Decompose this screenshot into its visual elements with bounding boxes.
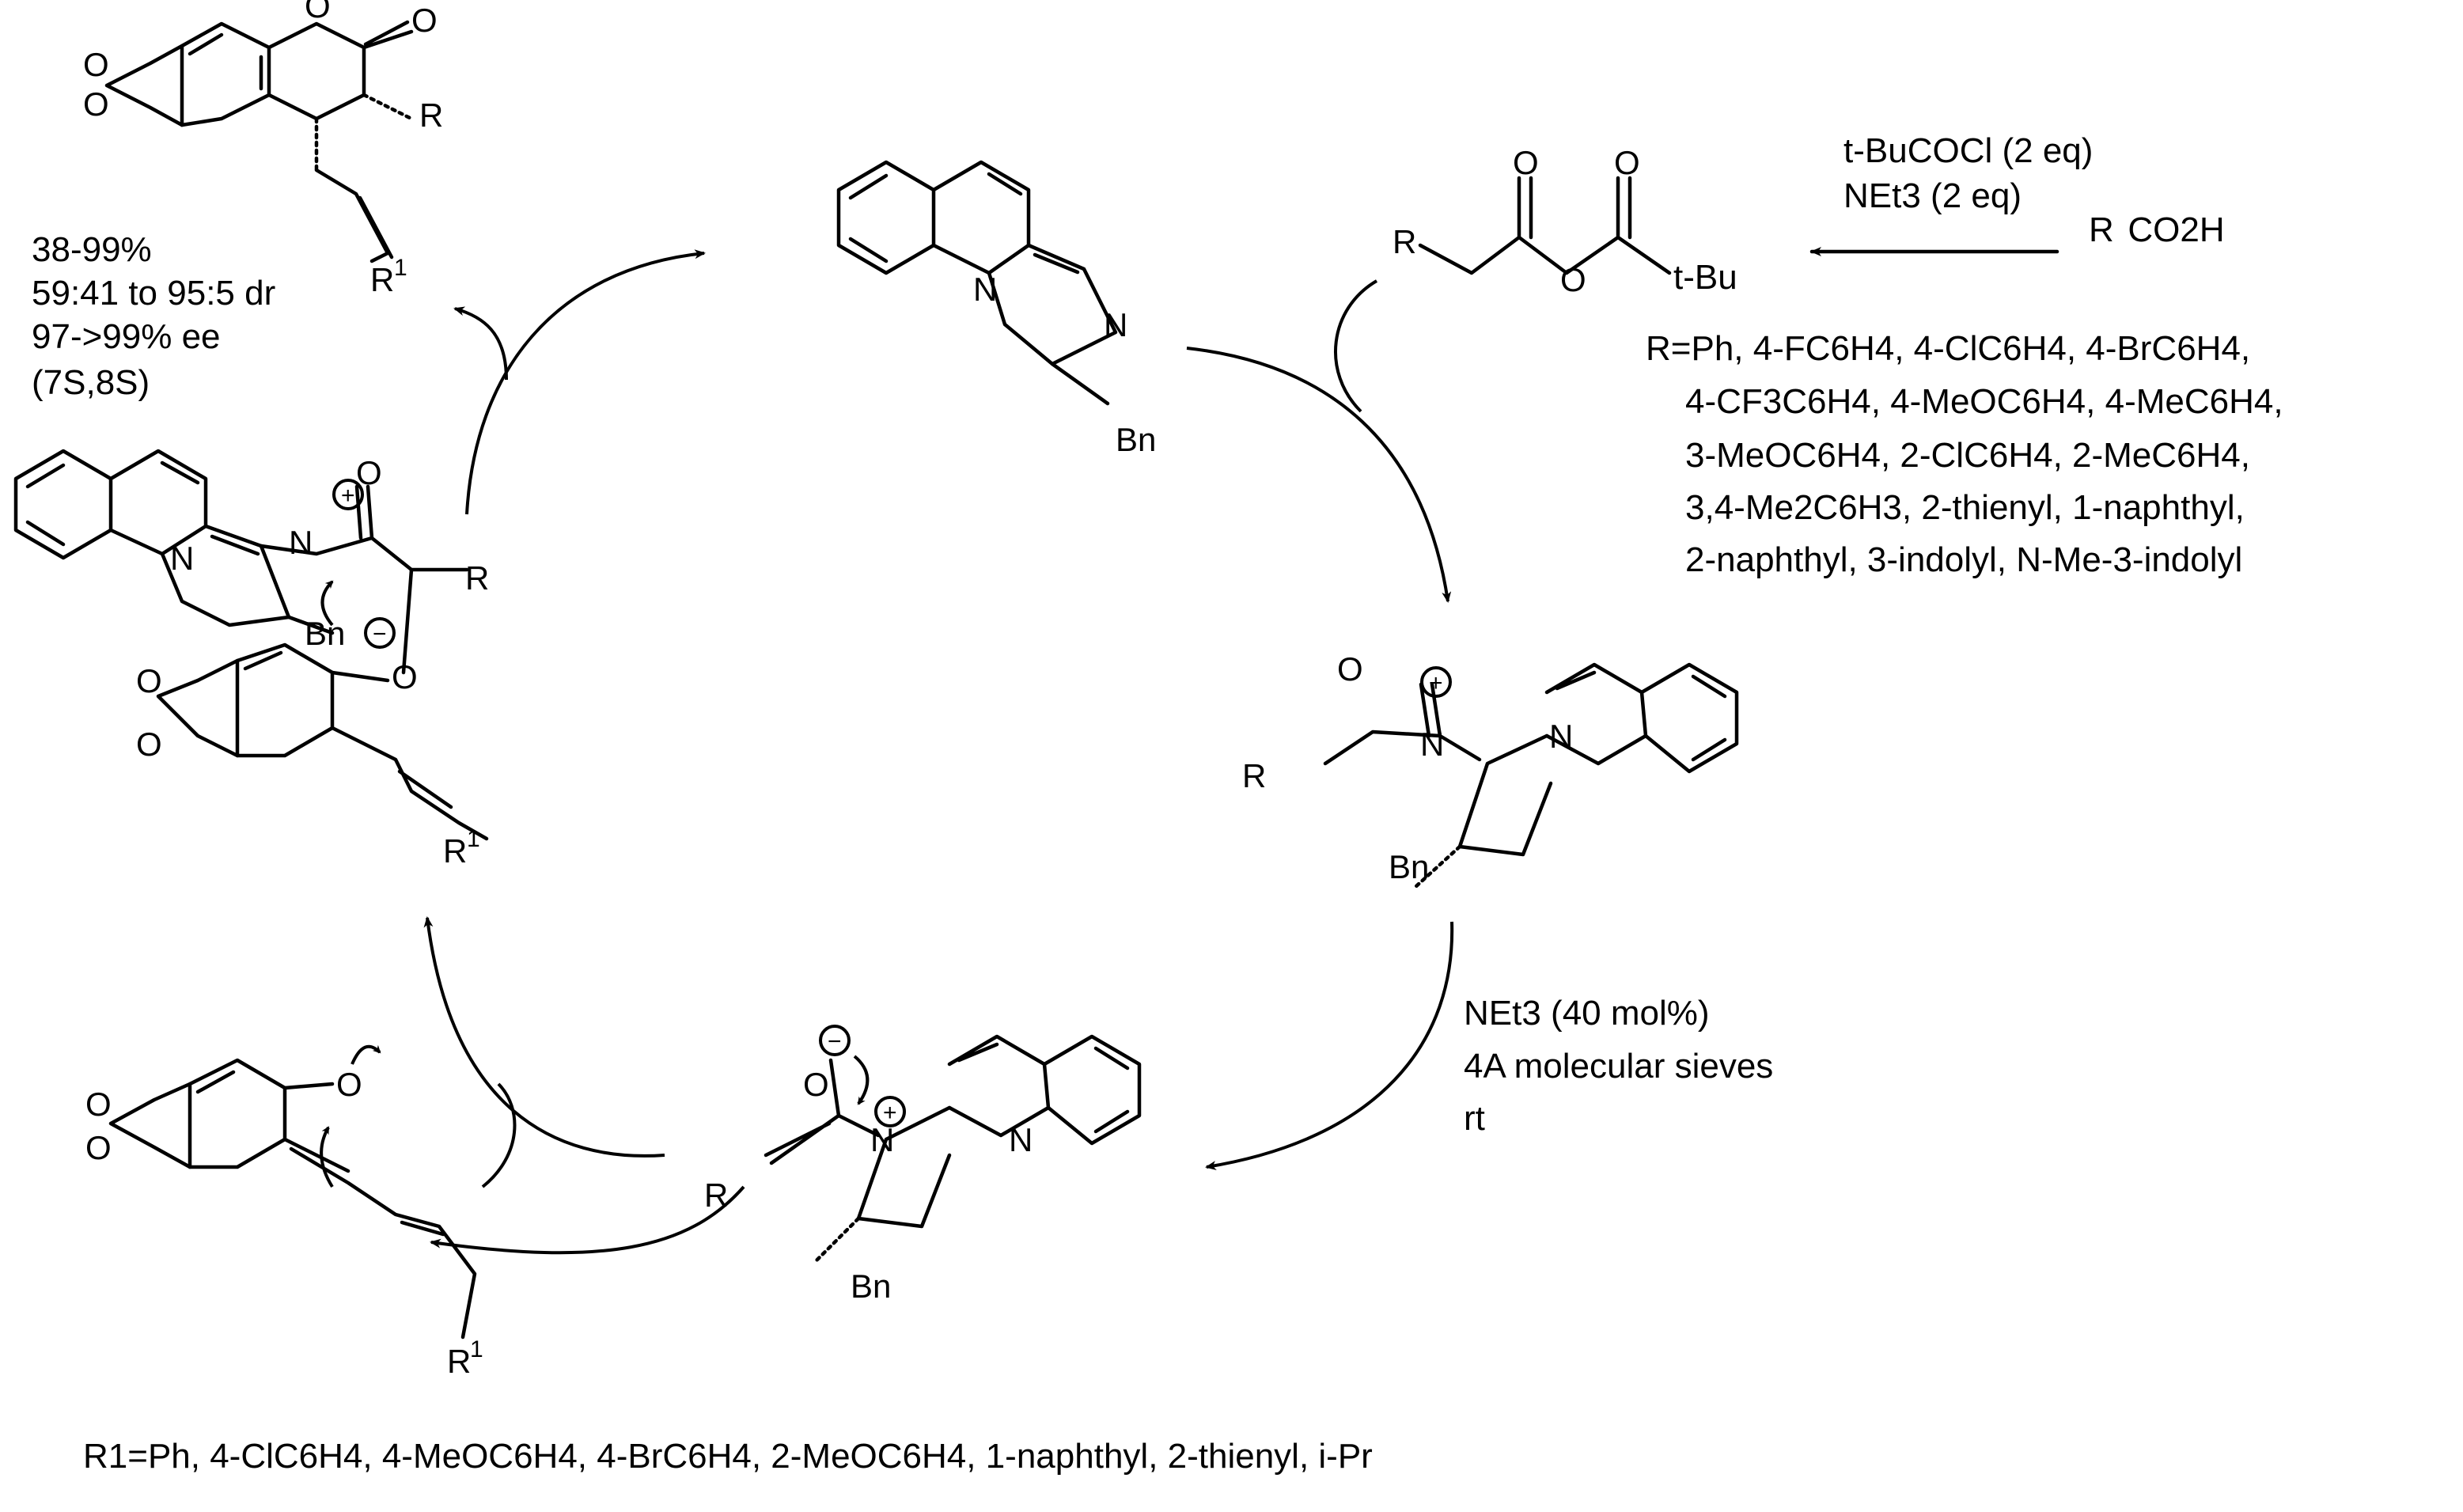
mixed-anhydride: R O O O t-Bu	[1393, 144, 1737, 298]
minus-sign: −	[373, 621, 387, 647]
electron-push-arrow	[320, 1126, 334, 1188]
ortho-quinone-methide-substrate: O O O R 1	[85, 1044, 483, 1380]
r-scope-line: R=Ph, 4-FC6H4, 4-ClC6H4, 4-BrC6H4,	[1646, 329, 2250, 368]
atom-n-plus: N	[1420, 726, 1444, 763]
acyl-azolium-intermediate: O N N R Bn +	[1242, 650, 1739, 889]
negative-charge-icon	[819, 1025, 851, 1056]
atom-o: O	[1614, 144, 1640, 181]
atom-o: O	[336, 1066, 362, 1103]
positive-charge-icon	[1420, 666, 1452, 698]
negative-charge-icon	[364, 617, 396, 649]
atom-n: N	[1549, 718, 1573, 755]
product-lactone: O O O O R R 1	[83, 0, 443, 298]
atom-n: N	[1104, 306, 1127, 343]
yield-text: 38-99%	[32, 230, 152, 269]
carboxylic-acid-text: R CO2H	[2089, 210, 2225, 249]
atom-n: N	[1009, 1121, 1033, 1158]
atom-o: O	[392, 658, 418, 695]
catalytic-cycle-arrows	[423, 249, 1454, 1255]
plus-sign: +	[883, 1100, 897, 1126]
dr-text: 59:41 to 95:5 dr	[32, 274, 275, 313]
anhydride-entry-arc	[1334, 279, 1378, 413]
plus-sign: +	[1429, 670, 1443, 696]
superscript-1: 1	[470, 1336, 483, 1362]
atom-o: O	[136, 726, 162, 763]
atom-o: O	[1560, 261, 1586, 298]
product-results: 38-99% 59:41 to 95:5 dr 97->99% ee (7S,8…	[32, 230, 275, 402]
atom-o-minus: O	[803, 1066, 829, 1103]
atom-n: N	[170, 540, 194, 577]
superscript-1: 1	[467, 826, 480, 852]
atom-o: O	[305, 0, 331, 25]
r-scope-line: 2-naphthyl, 3-indolyl, N-Me-3-indolyl	[1685, 540, 2242, 579]
r-scope-line: 4-CF3C6H4, 4-MeOC6H4, 4-MeC6H4,	[1685, 382, 2283, 421]
molecular-sieves-text: 4A molecular sieves	[1464, 1047, 1773, 1086]
minus-sign: −	[828, 1029, 842, 1055]
atom-o: O	[83, 46, 109, 83]
cycle-arrow-to-catalyst	[465, 249, 706, 515]
temperature-text: rt	[1464, 1099, 1485, 1138]
atom-o: O	[83, 85, 109, 123]
conditions-enolate-formation: NEt3 (40 mol%) 4A molecular sieves rt	[1464, 994, 1773, 1138]
atom-o: O	[85, 1086, 112, 1123]
base-loading-text: NEt3 (40 mol%)	[1464, 994, 1710, 1033]
atom-o: O	[85, 1129, 112, 1166]
release-arrow-to-product	[453, 306, 508, 381]
positive-charge-icon	[332, 479, 364, 510]
atom-o: O	[136, 662, 162, 699]
atom-o: O	[1337, 650, 1363, 688]
atom-r1: R	[443, 832, 467, 870]
azolium-enolate-intermediate: O N N R Bn − +	[704, 1025, 1142, 1305]
cycle-arrow-to-cycloaddition	[423, 916, 665, 1158]
tbu-label: t-Bu	[1673, 258, 1737, 297]
pivaloyl-chloride-text: t-BuCOCl (2 eq)	[1843, 131, 2093, 170]
r-substituent-scope: R=Ph, 4-FC6H4, 4-ClC6H4, 4-BrC6H4, 4-CF3…	[1646, 329, 2283, 579]
atom-r1: R	[447, 1343, 471, 1380]
r-scope-line: 3,4-Me2C6H3, 2-thienyl, 1-naphthyl,	[1685, 488, 2245, 527]
atom-r1: R	[370, 261, 394, 298]
substrate-entry-arc	[481, 1082, 517, 1188]
r1-scope-text: R1=Ph, 4-ClC6H4, 4-MeOC6H4, 4-BrC6H4, 2-…	[83, 1437, 1373, 1476]
atom-r: R	[1242, 757, 1266, 794]
atom-r: R	[465, 559, 489, 597]
config-text: (7S,8S)	[32, 363, 150, 402]
atom-bn: Bn	[1116, 421, 1156, 458]
superscript-1: 1	[394, 255, 407, 281]
r-scope-line: 3-MeOC6H4, 2-ClC6H4, 2-MeC6H4,	[1685, 436, 2250, 475]
atom-r: R	[1393, 223, 1416, 260]
atom-r: R	[704, 1177, 728, 1214]
positive-charge-icon	[874, 1096, 906, 1127]
atom-r: R	[419, 97, 443, 134]
atom-o: O	[1513, 144, 1539, 181]
triethylamine-text: NEt3 (2 eq)	[1843, 176, 2022, 215]
atom-bn: Bn	[851, 1268, 891, 1305]
cycloaddition-transition-state: N N O R Bn O O O R 1 + −	[13, 449, 489, 870]
atom-n-plus: N	[289, 524, 313, 561]
atom-n: N	[973, 271, 997, 308]
electron-push-arrow	[853, 1055, 870, 1105]
pivalate-release-arrow	[430, 1185, 745, 1255]
electron-push-arrow	[320, 580, 334, 627]
ee-text: 97->99% ee	[32, 317, 221, 356]
catalyst-dihydroimidazoquinoline: N N Bn	[836, 160, 1156, 458]
cycle-arrow-to-acyl-azolium	[1186, 347, 1452, 603]
atom-bn: Bn	[305, 615, 345, 652]
atom-o: O	[411, 2, 438, 39]
cycle-arrow-to-enolate	[1205, 921, 1454, 1170]
plus-sign: +	[341, 483, 355, 509]
atom-bn: Bn	[1389, 848, 1429, 885]
electron-push-arrow	[351, 1044, 381, 1065]
reagent-conditions-top: t-BuCOCl (2 eq) NEt3 (2 eq) R CO2H	[1809, 131, 2225, 256]
